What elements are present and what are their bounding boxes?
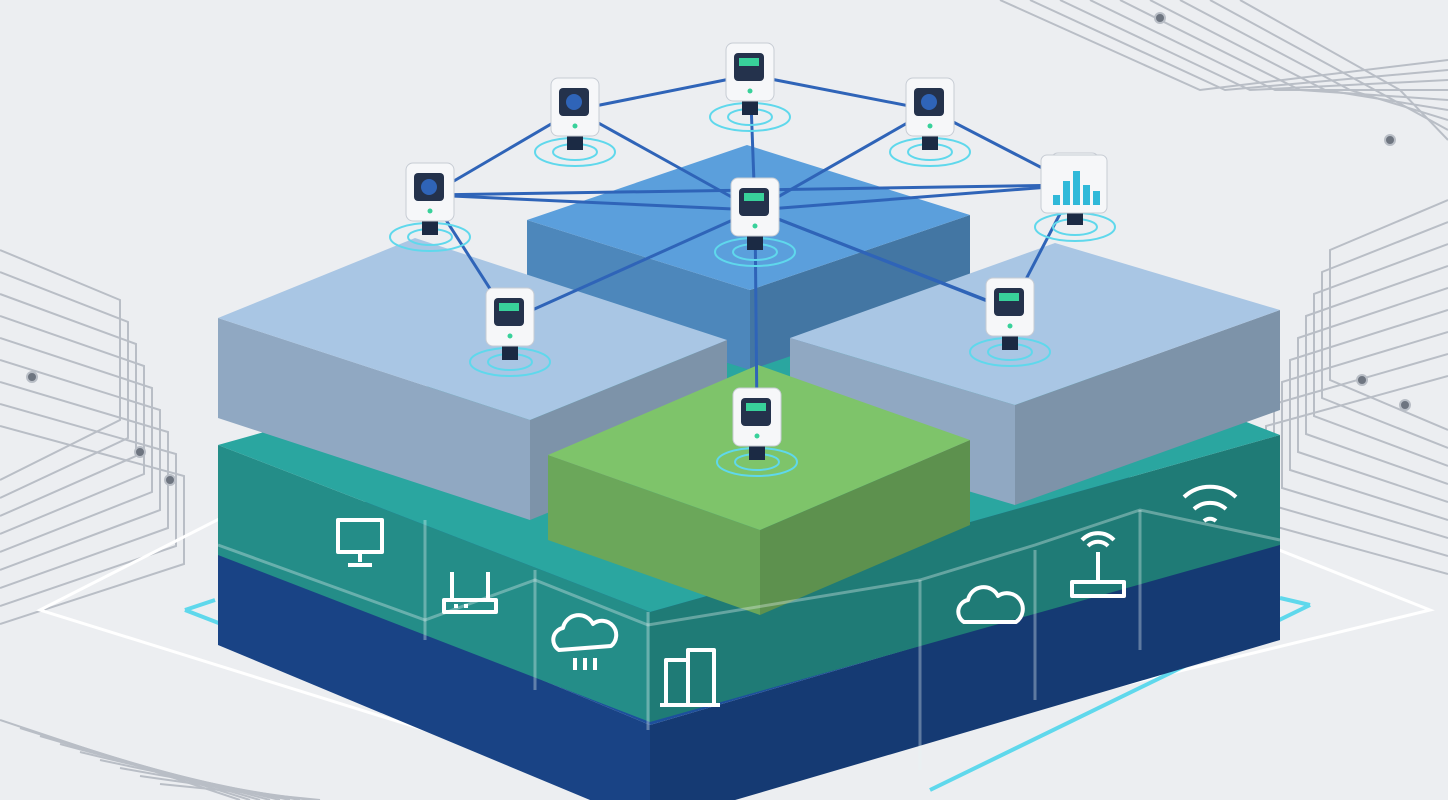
circuit-trace [0,315,145,535]
network-link [574,73,751,112]
camera-device[interactable] [534,77,616,167]
right-slab-right-face [1015,310,1280,505]
bar-chart-icon [1093,191,1100,205]
circuit-trace [0,359,161,571]
screen-readout [999,293,1019,301]
circuit-node [26,371,38,383]
circuit-trace [1119,0,1448,101]
screen-icon [494,298,524,326]
bar-chart-icon [1053,195,1060,205]
service-layer-right-face [650,435,1280,722]
network-link [509,208,756,322]
screen-icon [739,188,769,216]
screen-icon [741,398,771,426]
router-icon [442,572,498,614]
left-slab-top-face [218,238,727,420]
service-layer-left-face [218,445,650,722]
network-link [429,193,756,212]
circuit-trace [1089,0,1448,91]
iot-devices [389,42,1116,477]
sensor-device[interactable] [469,287,551,377]
screen-readout [744,193,764,201]
circuit-trace [1149,0,1448,111]
screen-readout [739,58,759,66]
circuit-trace [0,271,129,499]
circuit-trace [1313,243,1448,467]
block-dividers [217,508,1281,770]
network-link [754,208,1011,312]
circuit-trace [1281,331,1448,539]
block-divider [919,508,1281,582]
base-layer-right-face [650,540,1280,800]
network-link [749,73,931,112]
screen-icon [994,288,1024,316]
lens [566,94,582,110]
service-icons [336,484,1238,707]
circuit-trace [0,249,121,481]
camera-device[interactable] [389,162,471,252]
status-led [572,123,578,129]
block-divider [217,543,921,627]
layer-stack [218,145,1280,800]
bar-chart-icon [1083,185,1090,205]
lens [421,179,437,195]
circuit-trace [1059,0,1448,92]
circuit-trace [1329,199,1448,431]
smart-meter-device[interactable] [709,42,791,132]
highlight-slab-right-face [760,440,970,615]
highlight-slab-left-face [548,455,760,615]
wifi-icon [1182,484,1238,523]
status-led [927,123,933,129]
circuit-trace [0,425,185,625]
circuit-trace [1321,221,1448,449]
circuit-node [1356,374,1368,386]
circuit-trace [1289,309,1448,521]
circuit-trace [1297,287,1448,503]
circuit-trace [1179,0,1448,121]
antenna-router-icon [1070,531,1126,598]
screen-icon [734,53,764,81]
status-led [754,433,760,439]
monitor-icon [336,518,384,567]
back-slab-right-face [750,215,970,370]
circuit-node [134,446,146,458]
status-led [752,223,758,229]
signal-analyzer-device[interactable] [1040,154,1108,214]
circuit-trace [1239,0,1448,141]
screen-readout [746,403,766,411]
network-link [754,183,1076,212]
status-led [747,88,753,94]
circuit-trace [159,783,321,800]
circuit-trace [0,293,137,517]
base-layer-left-face [218,545,650,800]
building-icon [660,648,720,707]
right-slab-top-face [790,243,1280,405]
screen-readout [499,303,519,311]
cloud-icon [956,585,1025,624]
circuit-trace [1029,0,1448,92]
circuit-trace [0,337,153,553]
robot-sensor-device[interactable] [969,277,1051,367]
circuit-node [164,474,176,486]
cloud-upload-icon [551,613,619,670]
sensor-device[interactable] [716,387,798,477]
status-led [507,333,513,339]
circuit-node [1399,399,1411,411]
bar-chart-icon [1063,181,1070,205]
circuit-node [1384,134,1396,146]
circuit-node [1154,12,1166,24]
lens [921,94,937,110]
camera-device[interactable] [889,77,971,167]
network-link [574,108,756,212]
circuit-trace [0,403,177,607]
bar-chart-icon [1073,171,1080,205]
status-led [427,208,433,214]
hub-sensor-device[interactable] [714,177,796,267]
status-led [1007,323,1013,329]
left-slab-left-face [218,318,530,520]
circuit-trace [1209,0,1448,131]
network-link [754,108,931,212]
